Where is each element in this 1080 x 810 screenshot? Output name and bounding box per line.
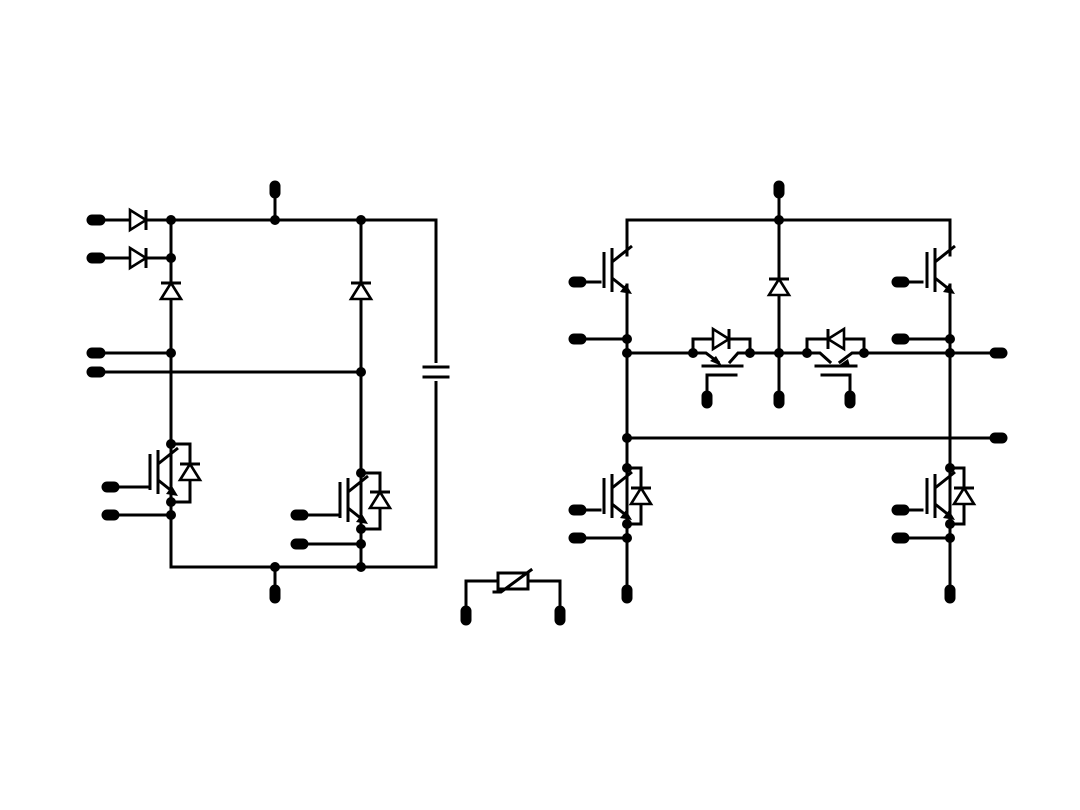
freewheel-diode-left xyxy=(178,462,202,482)
bidir-diode-right xyxy=(826,327,846,351)
left-bridge xyxy=(86,180,450,604)
center-diode xyxy=(767,277,791,297)
freewheel-diode-lower-right xyxy=(952,486,976,506)
junction-dots-right xyxy=(622,215,955,543)
freewheel-diode-right xyxy=(368,490,392,510)
bidir-diode-left xyxy=(711,327,731,351)
junction-dots-left xyxy=(166,215,366,572)
right-bridge xyxy=(568,180,1008,604)
igbt-left-low xyxy=(148,446,180,498)
bridge-diode-right xyxy=(349,281,373,301)
ntc-thermistor xyxy=(460,567,566,626)
freewheel-diode-lower-left xyxy=(629,486,653,506)
bridge-diode-left xyxy=(159,281,183,301)
input-diode-2 xyxy=(128,246,148,270)
igbt-right-low xyxy=(338,474,370,526)
terminals-left xyxy=(86,180,309,604)
terminals-right xyxy=(568,180,1008,604)
input-diode-1 xyxy=(128,208,148,232)
